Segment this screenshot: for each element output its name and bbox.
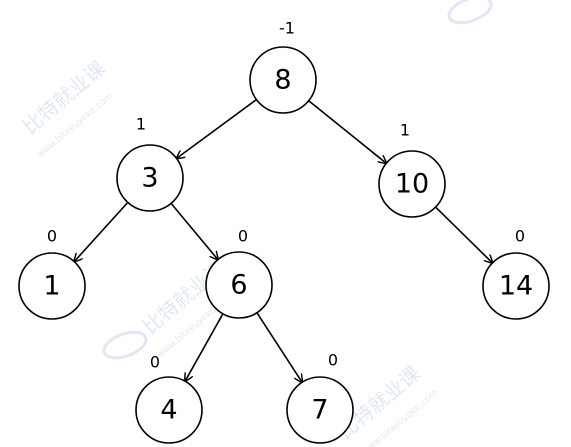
edge-arrow-6-to-7	[256, 312, 302, 383]
node-key: 6	[230, 270, 247, 301]
node-circle	[286, 376, 354, 444]
node-key: 14	[499, 271, 533, 302]
watermark-text: 比特就业课	[18, 56, 110, 139]
node-circle	[18, 252, 86, 320]
tree-node-4: 4 0	[135, 353, 203, 444]
tree-node-7: 7 0	[286, 351, 354, 444]
node-key: 3	[141, 163, 158, 194]
node-layer: 8 -1 3 1 10 1 1 0 6 0 14 0	[18, 19, 550, 444]
node-circle	[249, 46, 317, 114]
tree-node-1: 1 0	[18, 227, 86, 320]
edge-arrow-10-to-14	[435, 206, 493, 263]
tree-node-14: 14 0	[482, 227, 550, 320]
tree-node-8: 8 -1	[249, 19, 317, 114]
node-circle	[135, 376, 203, 444]
balance-factor: 0	[515, 227, 525, 246]
node-key: 7	[311, 395, 328, 426]
watermark: 比特就业课	[18, 56, 110, 139]
balance-factor: 0	[238, 227, 248, 246]
watermark-logo-icon	[447, 0, 493, 25]
edge-arrow-8-to-3	[177, 98, 257, 159]
edge-arrow-3-to-6	[170, 202, 218, 259]
edge-arrow-8-to-10	[308, 100, 387, 164]
balance-factor: 1	[136, 115, 146, 134]
tree-node-6: 6 0	[205, 227, 273, 319]
node-circle	[116, 144, 184, 212]
node-key: 1	[43, 271, 60, 302]
node-circle	[378, 150, 446, 218]
balance-factor: 0	[47, 227, 57, 246]
node-key: 4	[160, 395, 177, 426]
balance-factor: 0	[328, 351, 338, 370]
node-key: 8	[274, 65, 291, 96]
balance-factor: -1	[279, 19, 295, 38]
edge-arrow-6-to-4	[185, 313, 224, 381]
node-circle	[205, 251, 273, 319]
balance-factor: 1	[400, 121, 410, 140]
edge-layer	[74, 98, 493, 383]
tree-node-3: 3 1	[116, 115, 184, 212]
balance-factor: 0	[150, 353, 160, 372]
node-circle	[482, 252, 550, 320]
node-key: 10	[395, 169, 429, 200]
edge-arrow-3-to-1	[74, 201, 129, 261]
watermark-logo-icon	[102, 330, 148, 360]
tree-node-10: 10 1	[378, 121, 446, 218]
